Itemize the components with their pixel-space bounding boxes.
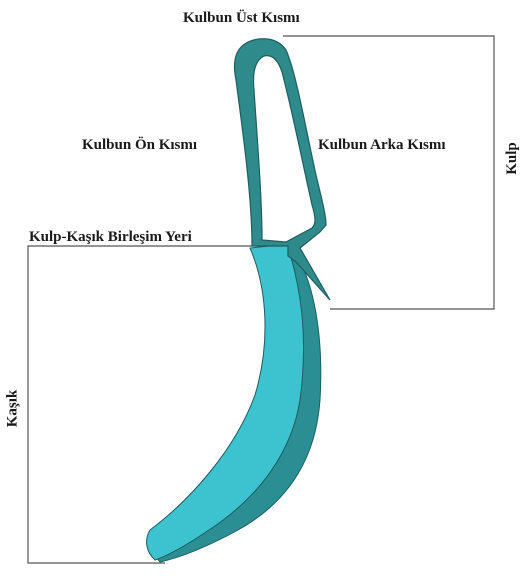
label-back-part: Kulbun Arka Kısmı	[318, 137, 446, 154]
spoon-face	[147, 244, 304, 560]
label-spoon: Kaşık	[4, 390, 21, 428]
label-top-part: Kulbun Üst Kısmı	[183, 10, 300, 27]
label-front-part: Kulbun Ön Kısmı	[82, 137, 197, 154]
label-junction: Kulp-Kaşık Birleşim Yeri	[29, 229, 192, 246]
label-handle: Kulp	[504, 142, 521, 175]
